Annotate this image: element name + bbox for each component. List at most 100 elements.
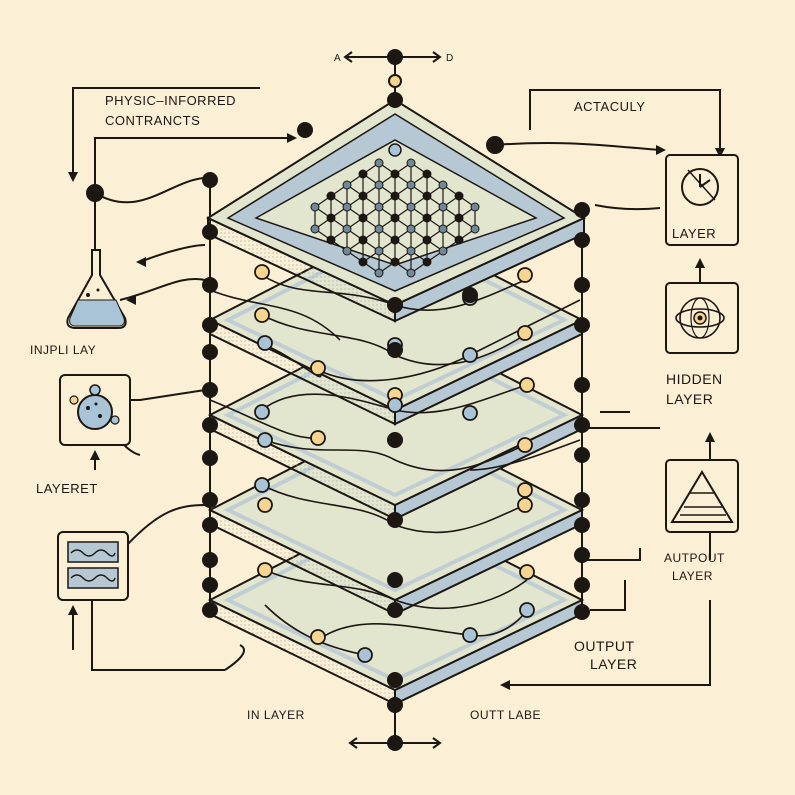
network-node (342, 202, 352, 212)
layer-neuron (257, 335, 273, 351)
top-layer-plate (205, 98, 587, 323)
network-node (406, 246, 416, 256)
connector-node (86, 184, 104, 202)
network-node (342, 224, 352, 234)
actaculy-label: ACTACULY (574, 99, 645, 114)
layer-neuron (310, 360, 326, 376)
physics-label-line2: CONTRANCTS (105, 113, 200, 128)
network-node (358, 235, 368, 245)
pillar-node (574, 232, 590, 248)
layer-neuron (357, 647, 373, 663)
network-node (374, 246, 384, 256)
network-node (390, 213, 400, 223)
layer-neuron (310, 629, 326, 645)
pillar-node (574, 577, 590, 593)
pillar-node (202, 344, 218, 360)
pillar-node (202, 450, 218, 466)
hidden-label-line2: LAYER (666, 391, 713, 407)
pillar-node (387, 432, 403, 448)
network-node (358, 257, 368, 267)
layer-neuron (462, 405, 478, 421)
network-node (310, 224, 320, 234)
network-node (358, 213, 368, 223)
axis-node (388, 74, 402, 88)
pillar-node (574, 417, 590, 433)
layer-neuron (254, 264, 270, 280)
layer-neuron (517, 497, 533, 513)
network-node (358, 191, 368, 201)
network-node (438, 202, 448, 212)
bottom-in-layer-label: IN LAYER (247, 708, 305, 722)
network-node (326, 191, 336, 201)
network-node (422, 257, 432, 267)
layer-neuron (517, 482, 533, 498)
axis-node (387, 735, 403, 751)
network-node (390, 235, 400, 245)
left-arrowheads (68, 133, 297, 615)
network-node (438, 180, 448, 190)
top-axis-left-label: A (334, 53, 341, 64)
network-node (470, 224, 480, 234)
pillar-node (462, 287, 478, 303)
network-node (374, 158, 384, 168)
network-node (326, 213, 336, 223)
top-layer-network (310, 143, 480, 278)
network-node (390, 191, 400, 201)
diagram-labels: PHYSIC–INFORRED CONTRANCTS ACTACULY INJP… (30, 93, 725, 722)
pillar-node (297, 122, 313, 138)
formula-triangle-icon (665, 459, 739, 533)
network-node (342, 180, 352, 190)
left-connectors (72, 87, 295, 671)
pillar-node (574, 317, 590, 333)
bottom-out-label: OUTT LABE (470, 708, 541, 722)
layer-neuron (310, 430, 326, 446)
network-node (422, 169, 432, 179)
layer-neuron (257, 432, 273, 448)
hidden-label-line1: HIDDEN (666, 371, 723, 387)
network-node (342, 246, 352, 256)
network-node (406, 224, 416, 234)
network-node (390, 257, 400, 267)
autpout-label-line1: AUTPOUT (664, 551, 725, 565)
autpout-label-line2: LAYER (672, 569, 713, 583)
clock-icon (665, 154, 739, 246)
network-node (374, 224, 384, 234)
cell-icon (59, 374, 131, 446)
network-node (406, 158, 416, 168)
pillar-node (387, 512, 403, 528)
layer-neuron (387, 397, 403, 413)
right-connectors (494, 89, 721, 686)
pillar-node (387, 297, 403, 313)
pillar-node (202, 417, 218, 433)
layer-neuron (254, 307, 270, 323)
network-node (326, 235, 336, 245)
pillar-node (574, 277, 590, 293)
network-node (454, 213, 464, 223)
pillar-node (202, 517, 218, 533)
network-node (358, 169, 368, 179)
network-node (454, 235, 464, 245)
pillar-node (202, 277, 218, 293)
pillar-node (387, 92, 403, 108)
pillar-node (202, 317, 218, 333)
output-label-line2: LAYER (590, 656, 637, 672)
layer-neuron (519, 564, 535, 580)
pillar-node (574, 604, 590, 620)
right-arrowheads (500, 145, 725, 690)
network-node (388, 143, 402, 157)
layer-neuron (517, 325, 533, 341)
pillar-node (202, 224, 218, 240)
layer-neuron (257, 497, 273, 513)
pillar-node (202, 602, 218, 618)
input-layer-label: INJPLI LAY (30, 343, 96, 357)
network-node (374, 202, 384, 212)
axis-node (387, 49, 403, 65)
network-node (406, 202, 416, 212)
network-node (374, 180, 384, 190)
pillar-node (202, 492, 218, 508)
layer-neuron (519, 377, 535, 393)
network-node (422, 235, 432, 245)
pillar-node (202, 552, 218, 568)
layer-neuron (517, 267, 533, 283)
network-node (438, 246, 448, 256)
